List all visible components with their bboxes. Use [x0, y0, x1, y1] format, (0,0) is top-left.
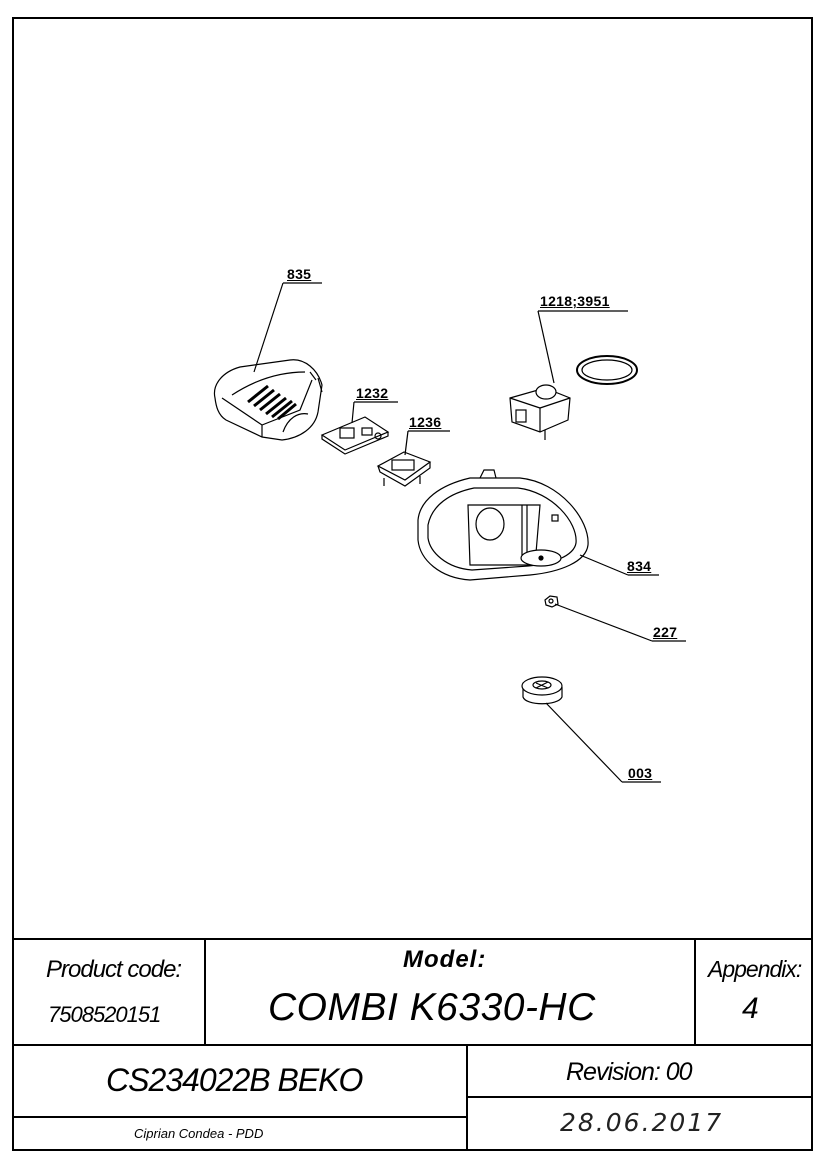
leader-003	[545, 702, 623, 783]
part-835-basket	[213, 359, 323, 441]
document-code: CS234022B BEKO	[106, 1062, 363, 1098]
title-block: Product code: 7508520151 Model: COMBI K6…	[12, 938, 813, 1151]
model-label: Model:	[403, 946, 487, 973]
callout-1236: 1236	[409, 414, 442, 430]
exploded-parts-drawing	[213, 282, 686, 783]
appendix-cell: Appendix: 4	[696, 940, 811, 1046]
part-227-nut	[544, 595, 559, 608]
date: 28.06.2017	[560, 1108, 724, 1137]
callout-1218-3951: 1218;3951	[540, 293, 610, 309]
part-834-housing	[417, 469, 589, 581]
product-code-value: 7508520151	[48, 1002, 161, 1027]
callout-835: 835	[287, 266, 312, 282]
callout-003: 003	[628, 765, 653, 781]
author-cell: Ciprian Condea - PDD	[14, 1118, 468, 1149]
author: Ciprian Condea - PDD	[134, 1126, 264, 1141]
product-code-cell: Product code: 7508520151	[14, 940, 206, 1046]
revision: Revision: 00	[566, 1058, 693, 1086]
leader-1236	[404, 430, 409, 456]
part-1218-valve	[509, 384, 571, 440]
leader-1232	[351, 401, 355, 424]
appendix-label: Appendix:	[708, 956, 802, 982]
part-3951-ring	[576, 355, 638, 385]
part-1232-board	[320, 416, 390, 455]
model-cell: Model: COMBI K6330-HC	[206, 940, 696, 1046]
date-cell: 28.06.2017	[468, 1098, 811, 1149]
leader-834	[579, 554, 629, 576]
leader-1218	[537, 310, 555, 384]
revision-cell: Revision: 00	[468, 1046, 811, 1098]
model-value: COMBI K6330-HC	[268, 986, 596, 1029]
part-1236-bracket	[376, 451, 432, 487]
product-code-label: Product code:	[46, 956, 182, 983]
part-003-knob	[521, 676, 563, 705]
document-code-cell: CS234022B BEKO	[14, 1046, 468, 1118]
leader-835	[253, 282, 284, 373]
callout-834: 834	[627, 558, 652, 574]
callout-227: 227	[653, 624, 678, 640]
appendix-value: 4	[742, 992, 759, 1025]
callout-1232: 1232	[356, 385, 389, 401]
leader-227	[554, 603, 653, 642]
